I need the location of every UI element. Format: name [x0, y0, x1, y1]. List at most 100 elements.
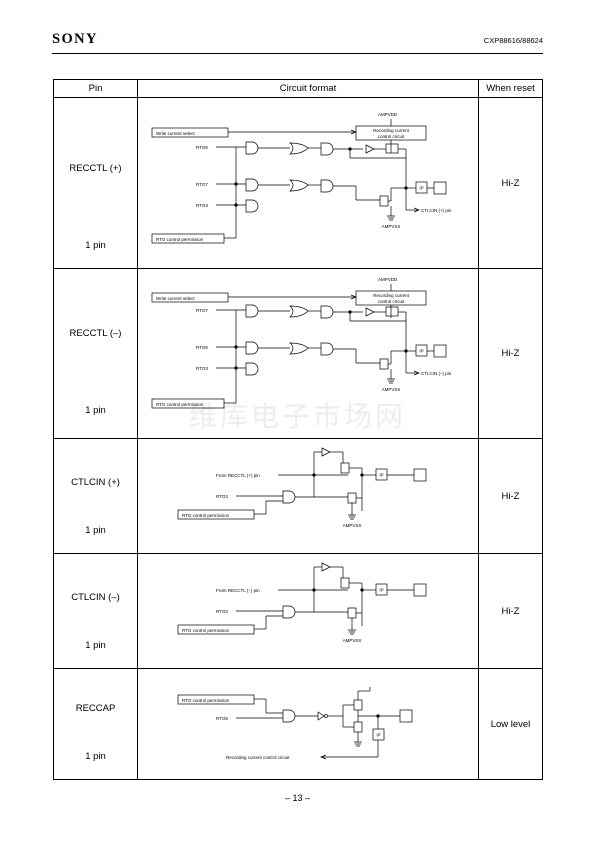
svg-text:RTO3: RTO3: [216, 494, 228, 499]
pin-terminal-box: [413, 583, 427, 597]
rtg-control-permission-box: [177, 624, 255, 635]
supply-label: AMPVDD: [378, 112, 398, 117]
svg-text:control circuit: control circuit: [378, 134, 405, 139]
inverter-symbol: [317, 711, 325, 721]
table-row: RECCAP 1 pin RTG control permission RTO5: [53, 668, 543, 780]
svg-text:RTO6: RTO6: [196, 345, 208, 350]
svg-text:CTLCIN (+) pin: CTLCIN (+) pin: [421, 208, 452, 213]
svg-text:AMPVSS: AMPVSS: [343, 638, 362, 643]
pin-terminal-box: [433, 344, 447, 358]
pin-count: 1 pin: [85, 240, 106, 251]
and-gate: [245, 178, 259, 192]
write-current-select-box: [151, 292, 229, 303]
recctl-plus-circuit-diagram: AMPVDD Recording current control circuit…: [151, 112, 452, 244]
pin-cell: CTLCIN (–) 1 pin: [53, 553, 138, 669]
and-gate: [245, 362, 259, 376]
ctlcin-minus-circuit-diagram: From RECCTL (–) pin IP RTO3: [177, 562, 427, 643]
pin-terminal-box: [413, 468, 427, 482]
circuit-cell: RTG control permission RTO5: [137, 668, 479, 780]
svg-text:RTO3: RTO3: [196, 366, 208, 371]
svg-text:IP: IP: [379, 473, 383, 478]
svg-text:RTO7: RTO7: [196, 182, 208, 187]
reset-cell: Hi-Z: [478, 438, 543, 554]
svg-text:Recording current control circ: Recording current control circuit: [226, 755, 290, 760]
svg-text:RTO3: RTO3: [196, 203, 208, 208]
and-gate: [282, 490, 296, 504]
svg-text:IP: IP: [419, 349, 423, 354]
supply-label: AMPVDD: [378, 277, 398, 282]
ground-symbol: [348, 514, 356, 520]
pin-count: 1 pin: [85, 405, 106, 416]
header-rule: [52, 53, 543, 54]
svg-text:RTO5: RTO5: [216, 716, 228, 721]
buffer-symbol: [321, 562, 331, 572]
page-number: – 13 –: [284, 793, 311, 803]
pull-down-transistor: [379, 358, 389, 370]
pin-count: 1 pin: [85, 640, 106, 651]
pin-count: 1 pin: [85, 525, 106, 536]
svg-text:RTO6: RTO6: [196, 145, 208, 150]
and-gate: [320, 305, 334, 319]
svg-text:AMPVSS: AMPVSS: [382, 387, 401, 392]
svg-text:From RECCTL (–) pin: From RECCTL (–) pin: [216, 588, 260, 593]
ip-box: [375, 583, 388, 596]
ground-symbol: [348, 629, 356, 635]
svg-text:CTLCIN (–) pin: CTLCIN (–) pin: [421, 371, 452, 376]
pull-down-transistor: [379, 195, 389, 207]
svg-text:Write current select: Write current select: [156, 131, 195, 136]
column-header-circuit: Circuit format: [137, 79, 479, 98]
ctlcin-plus-circuit-diagram: From RECCTL (+) pin IP RTO3: [177, 447, 427, 528]
pin-name: CTLCIN (+): [71, 477, 120, 488]
and-gate: [320, 342, 334, 356]
pin-cell: RECCAP 1 pin: [53, 668, 138, 780]
pin-terminal-box: [399, 709, 413, 723]
pull-up-transistor: [353, 699, 363, 711]
pin-count: 1 pin: [85, 751, 106, 762]
ground-symbol: [387, 378, 395, 384]
and-gate: [245, 341, 259, 355]
svg-text:Recording current: Recording current: [373, 293, 410, 298]
table-row: RECCTL (–) 1 pin AMPVDD Recording curren…: [53, 268, 543, 439]
table-row: RECCTL (+) 1 pin AMPVDD Recording curren…: [53, 97, 543, 269]
write-current-select-box: [151, 127, 229, 138]
svg-text:IP: IP: [376, 733, 380, 738]
pull-down-transistor: [353, 721, 363, 733]
circuit-cell: AMPVDD Recording current control circuit…: [137, 268, 479, 439]
svg-text:AMPVSS: AMPVSS: [343, 523, 362, 528]
buffer-symbol: [365, 307, 375, 317]
svg-text:control circuit: control circuit: [378, 299, 405, 304]
rtg-control-permission-box: [151, 233, 225, 244]
reset-cell: Hi-Z: [478, 268, 543, 439]
rtg-control-permission-box: [177, 694, 255, 705]
pin-name: RECCAP: [75, 703, 116, 714]
pin-cell: RECCTL (+) 1 pin: [53, 97, 138, 269]
or-gate: [289, 342, 309, 355]
reset-cell: Hi-Z: [478, 97, 543, 269]
pin-name: RECCTL (+): [69, 163, 122, 174]
ip-box: [372, 728, 385, 741]
column-header-pin: Pin: [53, 79, 138, 98]
or-gate: [289, 305, 309, 318]
svg-text:RTO3: RTO3: [216, 609, 228, 614]
circuit-cell: From RECCTL (–) pin IP RTO3: [137, 553, 479, 669]
and-gate: [245, 199, 259, 213]
reset-cell: Low level: [478, 668, 543, 780]
reset-cell: Hi-Z: [478, 553, 543, 669]
and-gate: [282, 709, 296, 723]
table-row: CTLCIN (+) 1 pin From RECCTL (+) pin: [53, 438, 543, 554]
svg-text:Recording current: Recording current: [373, 128, 410, 133]
buffer-symbol: [321, 447, 331, 457]
svg-text:RTG control permission: RTG control permission: [156, 237, 204, 242]
transistor-switch: [385, 143, 399, 154]
and-gate: [282, 605, 296, 619]
ip-box: [415, 181, 428, 194]
svg-text:RTG control permission: RTG control permission: [182, 628, 230, 633]
svg-text:AMPVSS: AMPVSS: [382, 224, 401, 229]
pin-cell: CTLCIN (+) 1 pin: [53, 438, 138, 554]
svg-text:Write current select: Write current select: [156, 296, 195, 301]
svg-text:From RECCTL (+) pin: From RECCTL (+) pin: [216, 473, 260, 478]
circuit-cell: From RECCTL (+) pin IP RTO3: [137, 438, 479, 554]
column-header-reset: When reset: [478, 79, 543, 98]
ground-symbol: [387, 215, 395, 221]
